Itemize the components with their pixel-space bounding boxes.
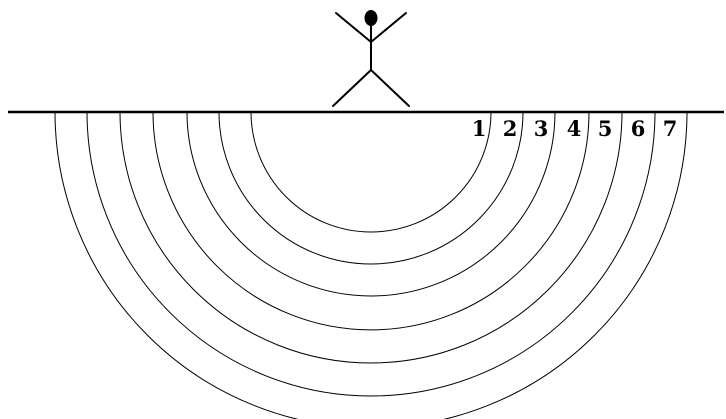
stick-figure bbox=[333, 10, 409, 106]
stick-figure-left-leg bbox=[333, 70, 371, 106]
ring-label-4: 4 bbox=[567, 116, 582, 141]
ring-label-7: 7 bbox=[663, 116, 678, 141]
ring-label-3: 3 bbox=[534, 116, 549, 141]
ring-1 bbox=[251, 112, 491, 232]
ring-4 bbox=[153, 112, 589, 330]
ring-label-6: 6 bbox=[631, 116, 646, 141]
ring-3 bbox=[187, 112, 555, 296]
ring-7 bbox=[55, 112, 687, 419]
stick-figure-right-leg bbox=[371, 70, 409, 106]
ring-5 bbox=[120, 112, 622, 363]
ring-label-group: 1 2 3 4 5 6 7 bbox=[472, 116, 678, 141]
ring-6 bbox=[87, 112, 655, 396]
ring-label-1: 1 bbox=[472, 116, 487, 141]
ring-label-2: 2 bbox=[503, 116, 518, 141]
ring-group bbox=[55, 112, 687, 419]
ring-label-5: 5 bbox=[598, 116, 613, 141]
